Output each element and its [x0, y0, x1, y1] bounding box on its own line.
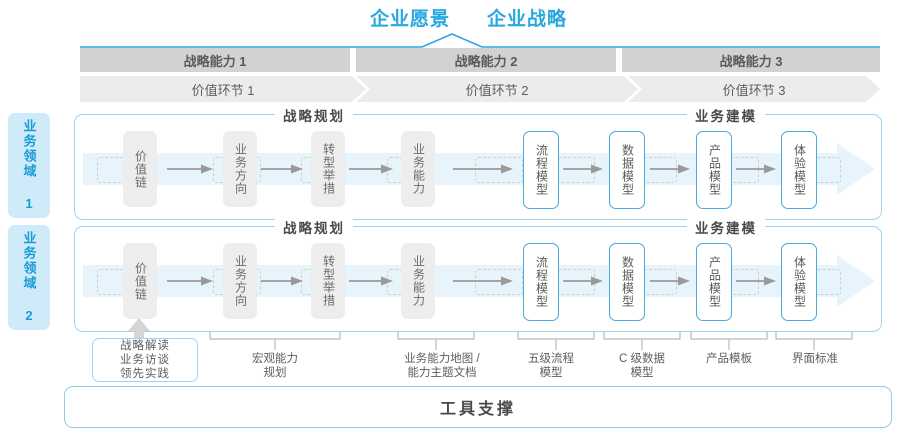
section-caption-modeling-2: 业务建模 [687, 217, 765, 237]
process-box-value-chain[interactable]: 价值链 [123, 243, 157, 319]
placeholder-chip [475, 269, 523, 295]
flow-arrow-icon [349, 163, 395, 175]
process-box-business-capability[interactable]: 业务能力 [401, 131, 435, 207]
process-box-experience-model[interactable]: 体验模型 [781, 243, 817, 321]
flow-arrow-icon [453, 163, 515, 175]
section-caption-modeling-1: 业务建模 [687, 105, 765, 125]
process-box-experience-model[interactable]: 体验模型 [781, 131, 817, 209]
capability-cell-2[interactable]: 战略能力 2 [356, 48, 616, 72]
flow-arrow-icon [261, 275, 305, 287]
deliverable-chip-strategy[interactable]: 战略解读 业务访谈 领先实践 [92, 338, 198, 382]
flow-arrow-icon [563, 275, 605, 287]
deliverable-label-capability-map: 业务能力地图 / 能力主题文档 [404, 353, 480, 379]
value-link-cell-1[interactable]: 价值环节 1 [80, 76, 366, 102]
flow-arrow-icon [167, 163, 215, 175]
capability-cell-1[interactable]: 战略能力 1 [80, 48, 350, 72]
process-box-product-model[interactable]: 产品模型 [696, 131, 732, 209]
vision-connector-line [80, 33, 880, 49]
tool-support-label: 工具支撑 [439, 401, 516, 418]
placeholder-chip [475, 157, 523, 183]
domain-tag-1[interactable]: 业务领域 1 [8, 113, 50, 218]
process-box-data-model[interactable]: 数据模型 [609, 131, 645, 209]
section-caption-planning-1: 战略规划 [275, 105, 353, 125]
domain-panel-2: 战略规划 业务建模 价值链 业务方向 转型举措 业务能力 流程模型 数据模型 产… [74, 217, 882, 332]
vision-strategy-header: 企业愿景 企业战略 [0, 4, 910, 34]
flow-arrow-icon [563, 163, 605, 175]
process-box-process-model[interactable]: 流程模型 [523, 243, 559, 321]
process-box-business-direction[interactable]: 业务方向 [223, 243, 257, 319]
strategy-title: 企业战略 [487, 9, 568, 30]
deliverable-label-data-model: C 级数据 模型 [619, 353, 665, 379]
flow-arrow-icon [453, 275, 515, 287]
deliverable-label-ui-standard: 界面标准 [792, 353, 838, 365]
process-box-transformation[interactable]: 转型举措 [311, 243, 345, 319]
capability-cell-3[interactable]: 战略能力 3 [622, 48, 880, 72]
process-box-transformation[interactable]: 转型举措 [311, 131, 345, 207]
domain-tag-2[interactable]: 业务领域 2 [8, 225, 50, 330]
tool-uplink-arrow-icon [126, 318, 152, 342]
process-box-value-chain[interactable]: 价值链 [123, 131, 157, 207]
section-caption-planning-2: 战略规划 [275, 217, 353, 237]
flow-arrow-icon [261, 163, 305, 175]
value-link-row: 价值环节 1 价值环节 2 价值环节 3 [80, 76, 880, 102]
flow-arrow-icon [167, 275, 215, 287]
flow-arrow-icon [736, 275, 778, 287]
process-box-process-model[interactable]: 流程模型 [523, 131, 559, 209]
flow-arrow-icon [650, 163, 692, 175]
flow-arrow-icon [650, 275, 692, 287]
process-box-business-direction[interactable]: 业务方向 [223, 131, 257, 207]
domain-panel-1: 战略规划 业务建模 价值链 业务方向 转型举措 业务能力 流程模型 数据模型 [74, 105, 882, 220]
vision-title: 企业愿景 [370, 9, 451, 30]
process-band-2: 价值链 业务方向 转型举措 业务能力 流程模型 数据模型 产品模型 体验模型 [75, 243, 881, 321]
process-band-1: 价值链 业务方向 转型举措 业务能力 流程模型 数据模型 产品模型 体验模型 [75, 131, 881, 209]
deliverable-brackets [74, 330, 884, 352]
process-box-business-capability[interactable]: 业务能力 [401, 243, 435, 319]
deliverable-label-macro-capability: 宏观能力 规划 [252, 353, 298, 379]
process-box-data-model[interactable]: 数据模型 [609, 243, 645, 321]
capability-bar-row: 战略能力 1 战略能力 2 战略能力 3 [80, 48, 880, 72]
flow-arrow-icon [736, 163, 778, 175]
process-box-product-model[interactable]: 产品模型 [696, 243, 732, 321]
deliverable-label-process-model: 五级流程 模型 [528, 353, 574, 379]
value-link-cell-2[interactable]: 价值环节 2 [356, 76, 638, 102]
value-link-cell-3[interactable]: 价值环节 3 [628, 76, 880, 102]
deliverable-label-product-template: 产品模板 [706, 353, 752, 365]
tool-support-panel: 工具支撑 [64, 386, 892, 428]
flow-arrow-icon [349, 275, 395, 287]
